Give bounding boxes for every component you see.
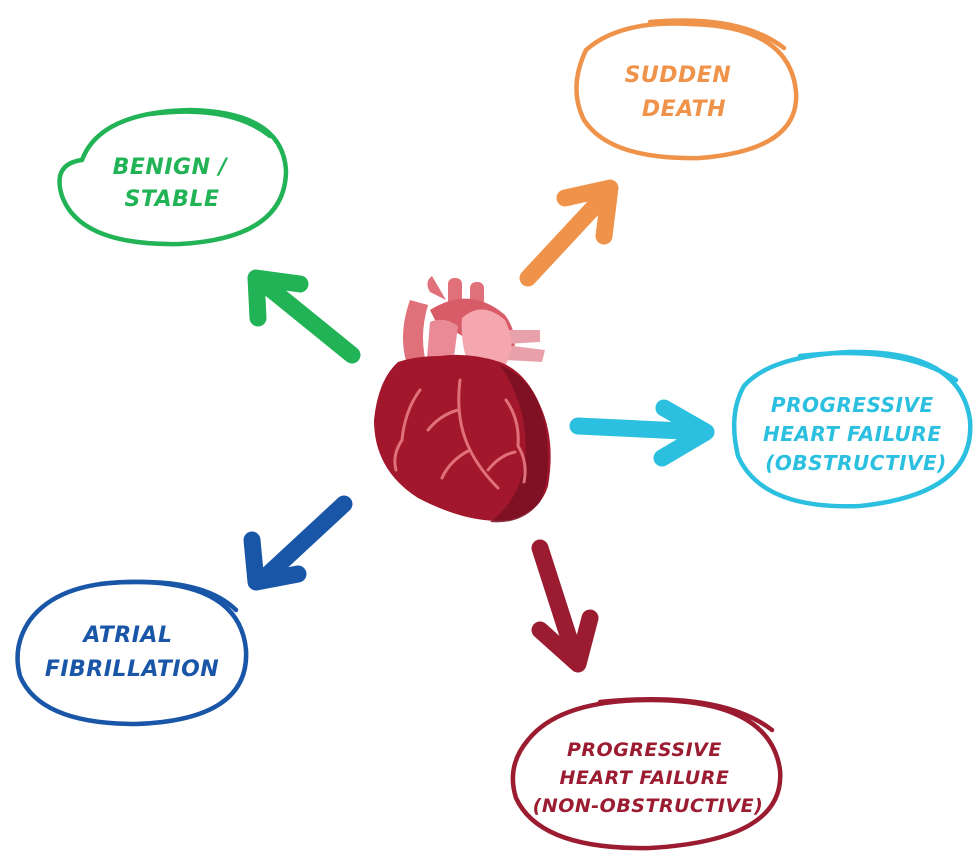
benign-label: BENIGN / STABLE xyxy=(113,155,236,212)
node-sudden-death: SUDDEN DEATH xyxy=(576,20,796,158)
hf-non-obstructive-label-line-3: (NON-OBSTRUCTIVE) xyxy=(533,795,764,817)
hf-non-obstructive-label-line-1: PROGRESSIVE xyxy=(567,739,722,761)
arrow-sudden-death xyxy=(528,188,610,278)
hf-obstructive-label-line-2: HEART FAILURE xyxy=(763,422,941,446)
arrow-benign xyxy=(256,278,352,355)
arrow-atrial-fibrillation xyxy=(252,504,344,582)
benign-label-line-2: STABLE xyxy=(125,187,220,212)
atrial-fibrillation-label-line-2: FIBRILLATION xyxy=(45,657,219,682)
node-hf-non-obstructive: PROGRESSIVE HEART FAILURE (NON-OBSTRUCTI… xyxy=(513,699,780,848)
benign-label-line-1: BENIGN / xyxy=(113,155,229,180)
atrial-fibrillation-label-line-1: ATRIAL xyxy=(81,623,172,648)
sudden-death-label-line-1: SUDDEN xyxy=(625,63,732,88)
sudden-death-label-line-2: DEATH xyxy=(642,97,726,122)
hf-obstructive-label-line-3: (OBSTRUCTIVE) xyxy=(765,451,947,475)
node-atrial-fibrillation: ATRIAL FIBRILLATION xyxy=(18,582,247,724)
node-benign-stable: BENIGN / STABLE xyxy=(60,110,287,244)
hf-non-obstructive-label-line-2: HEART FAILURE xyxy=(560,767,730,789)
hf-obstructive-label-line-1: PROGRESSIVE xyxy=(771,393,934,417)
hf-obstructive-label: PROGRESSIVE HEART FAILURE (OBSTRUCTIVE) xyxy=(763,393,949,475)
atrial-fibrillation-label: ATRIAL FIBRILLATION xyxy=(45,623,219,682)
arrow-hf-non-obstructive xyxy=(540,548,590,664)
node-hf-obstructive: PROGRESSIVE HEART FAILURE (OBSTRUCTIVE) xyxy=(734,352,970,506)
hf-non-obstructive-label: PROGRESSIVE HEART FAILURE (NON-OBSTRUCTI… xyxy=(533,739,764,817)
heart-icon xyxy=(374,276,551,522)
sudden-death-label: SUDDEN DEATH xyxy=(625,63,740,122)
arrow-hf-obstructive xyxy=(578,408,706,458)
